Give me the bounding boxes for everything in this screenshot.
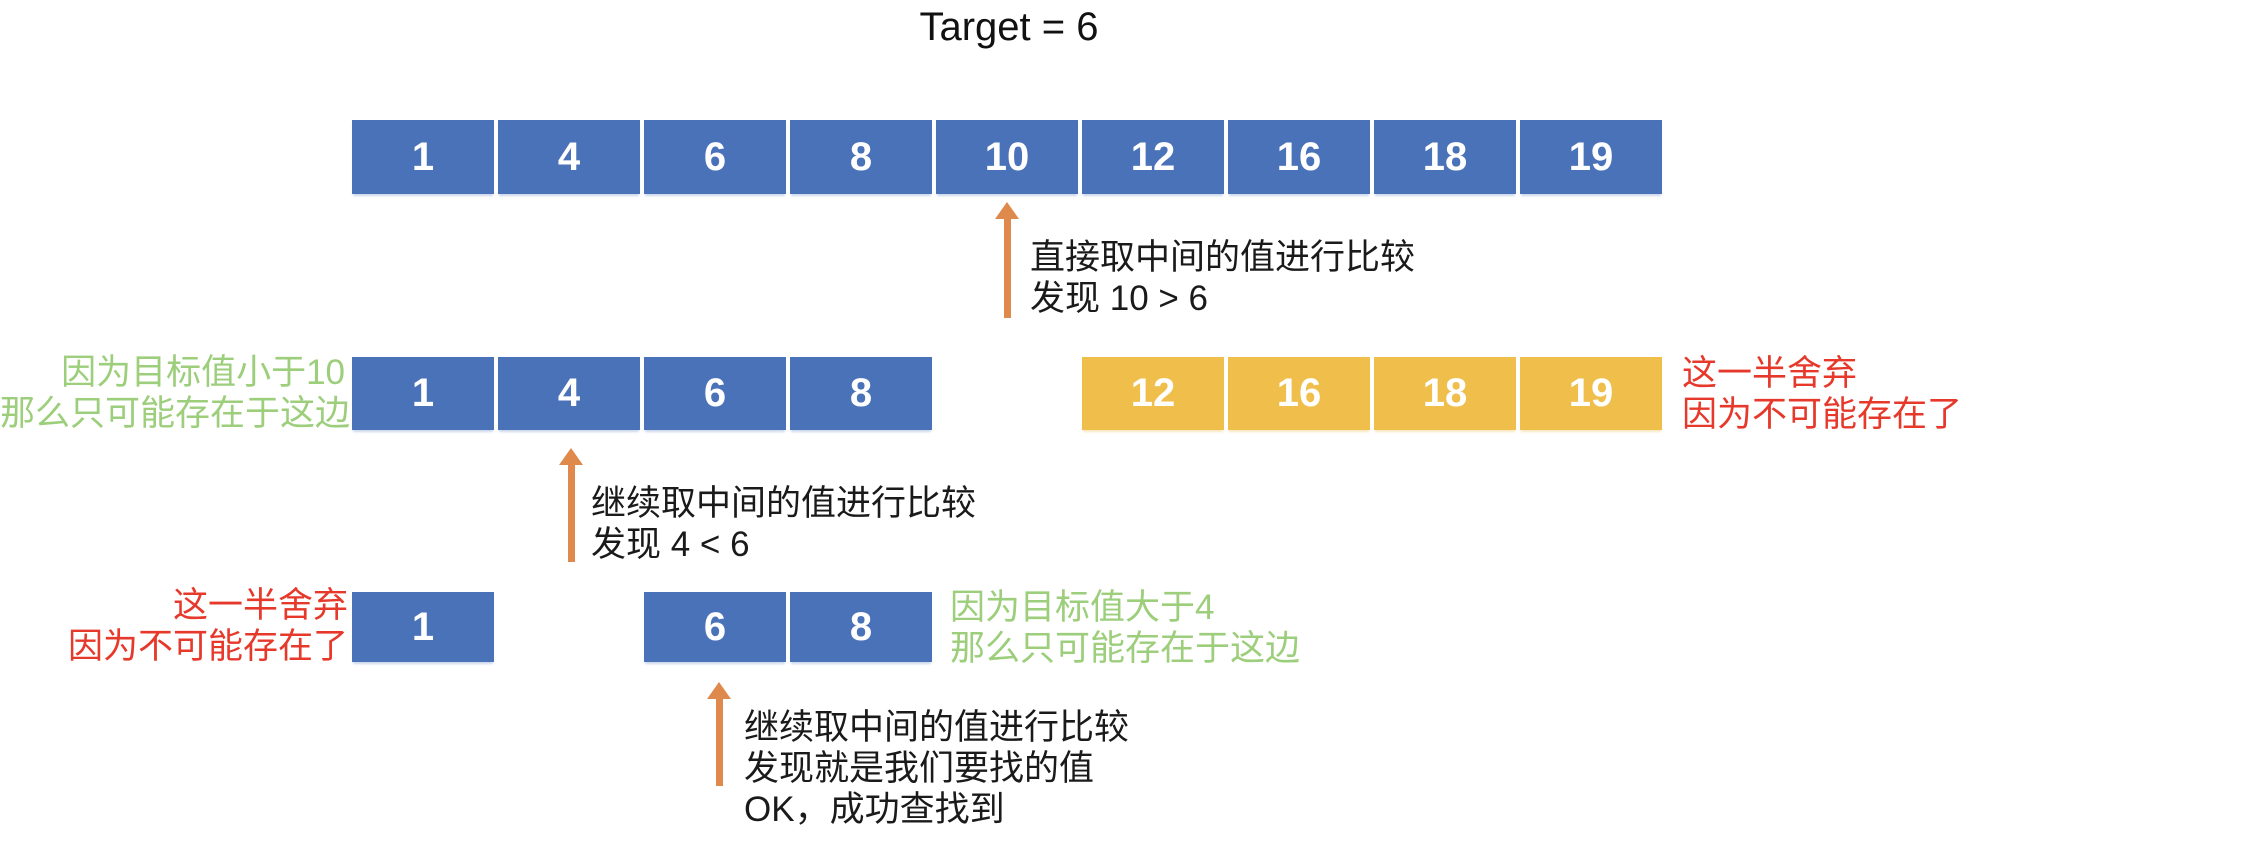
label-row2-discard-right: 这一半舍弃 因为不可能存在了 <box>1682 353 1962 435</box>
note-step2-line1: 继续取中间的值进行比较 <box>591 484 977 523</box>
cell-row1-19: 19 <box>1520 120 1662 194</box>
arrow-stem <box>1003 219 1011 318</box>
cell-row3-6: 6 <box>644 592 786 662</box>
arrow-stem <box>715 699 723 786</box>
arrow-stem <box>567 465 575 562</box>
cell-row1-8: 8 <box>790 120 932 194</box>
cell-row2-16: 16 <box>1228 357 1370 430</box>
note-step3-line2: 发现就是我们要找的值 <box>744 749 1095 788</box>
label-row2-keep-left-line2: 那么只可能存在于这边 <box>0 394 351 433</box>
cell-row2-18: 18 <box>1374 357 1516 430</box>
label-row3-keep-right-line1: 因为目标值大于4 <box>950 588 1215 627</box>
cell-row1-10: 10 <box>936 120 1078 194</box>
note-step3: 继续取中间的值进行比较 发现就是我们要找的值 OK，成功查找到 <box>744 707 1129 830</box>
note-step3-line1: 继续取中间的值进行比较 <box>744 708 1130 747</box>
note-step3-line3: OK，成功查找到 <box>744 790 1005 829</box>
label-row3-keep-right-line2: 那么只可能存在于这边 <box>950 629 1301 668</box>
up-arrow-step2-icon <box>559 448 583 562</box>
cell-row2-12: 12 <box>1082 357 1224 430</box>
cell-row2-19: 19 <box>1520 357 1662 430</box>
up-arrow-step1-icon <box>995 202 1019 318</box>
arrow-head <box>559 448 583 465</box>
cell-row1-12: 12 <box>1082 120 1224 194</box>
cell-row3-1: 1 <box>352 592 494 662</box>
up-arrow-step3-icon <box>707 682 731 786</box>
diagram-title: Target = 6 <box>919 5 1099 49</box>
cell-row1-16: 16 <box>1228 120 1370 194</box>
label-row2-keep-left-line1: 因为目标值小于10 <box>61 353 345 392</box>
note-step1-line1: 直接取中间的值进行比较 <box>1030 238 1416 277</box>
label-row3-discard-left-line2: 因为不可能存在了 <box>67 627 348 666</box>
cell-row3-8: 8 <box>790 592 932 662</box>
note-step2-line2: 发现 4 < 6 <box>591 525 750 564</box>
label-row3-keep-right: 因为目标值大于4 那么只可能存在于这边 <box>950 587 1300 669</box>
cell-row2-6: 6 <box>644 357 786 430</box>
cell-row2-8: 8 <box>790 357 932 430</box>
cell-row1-4: 4 <box>498 120 640 194</box>
label-row2-discard-right-line1: 这一半舍弃 <box>1682 354 1858 393</box>
note-step2: 继续取中间的值进行比较 发现 4 < 6 <box>591 483 976 565</box>
cell-row2-1: 1 <box>352 357 494 430</box>
label-row3-discard-left-line1: 这一半舍弃 <box>172 586 348 625</box>
arrow-head <box>995 202 1019 219</box>
cell-row1-6: 6 <box>644 120 786 194</box>
cell-row2-4: 4 <box>498 357 640 430</box>
label-row3-discard-left: 这一半舍弃 因为不可能存在了 <box>0 585 348 667</box>
note-step1: 直接取中间的值进行比较 发现 10 > 6 <box>1030 237 1415 319</box>
cell-row1-18: 18 <box>1374 120 1516 194</box>
cell-row1-1: 1 <box>352 120 494 194</box>
label-row2-keep-left: 因为目标值小于10 那么只可能存在于这边 <box>0 352 351 434</box>
arrow-head <box>707 682 731 699</box>
note-step1-line2: 发现 10 > 6 <box>1030 279 1209 318</box>
label-row2-discard-right-line2: 因为不可能存在了 <box>1682 395 1963 434</box>
